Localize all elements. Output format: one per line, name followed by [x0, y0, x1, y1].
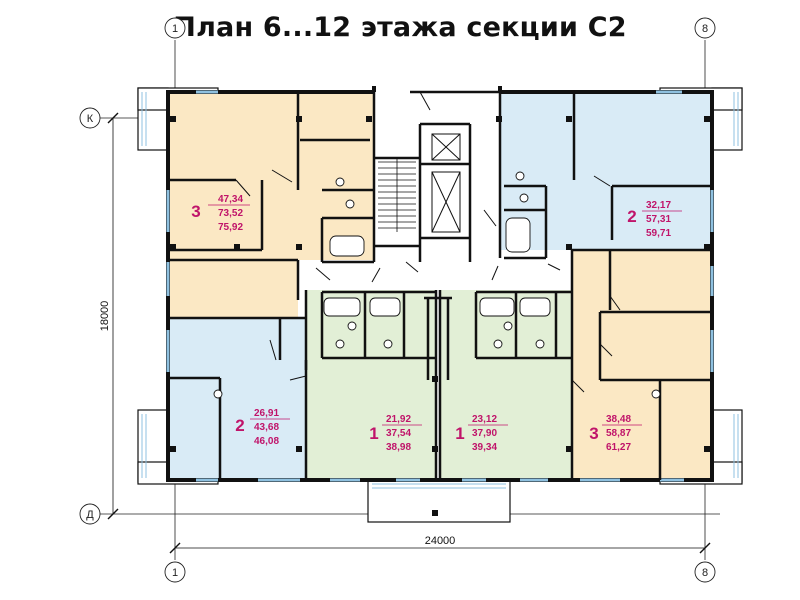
- svg-text:38,98: 38,98: [386, 442, 411, 453]
- axis-label-1-top: 1: [172, 23, 178, 35]
- balcony-bottom-center: [367, 479, 511, 523]
- apt-label-1-center-right: 1 23,12 37,90 39,34: [455, 414, 508, 453]
- apt-label-1-center-left: 1 21,92 37,54 38,98: [369, 414, 422, 453]
- columns: [170, 116, 710, 516]
- apartment-labels: 3 47,34 73,52 75,92 2 32,17 57,31 59,71 …: [191, 194, 682, 453]
- axis-bubble-d: Д: [79, 503, 101, 525]
- svg-text:46,08: 46,08: [254, 436, 279, 447]
- svg-text:43,68: 43,68: [254, 422, 279, 433]
- svg-text:1: 1: [369, 424, 378, 443]
- apt-label-2-top-right: 2 32,17 57,31 59,71: [627, 200, 682, 239]
- apt-label-2-bottom-left: 2 26,91 43,68 46,08: [235, 408, 290, 447]
- apt-1-right-fill: [440, 290, 572, 478]
- bathtub-right: [505, 217, 531, 253]
- axis-bubble-k: К: [79, 107, 101, 129]
- apt-3-bottom-right-fill: [572, 250, 712, 478]
- axis-bubble-8-top: 8: [694, 17, 716, 39]
- svg-text:3: 3: [191, 202, 200, 221]
- svg-text:2: 2: [627, 207, 636, 226]
- svg-text:2: 2: [235, 416, 244, 435]
- axis-label-d: Д: [86, 509, 94, 521]
- axis-bubble-8-bottom: 8: [694, 561, 716, 583]
- svg-text:26,91: 26,91: [254, 408, 279, 419]
- svg-text:32,17: 32,17: [646, 200, 671, 211]
- svg-text:1: 1: [455, 424, 464, 443]
- svg-text:75,92: 75,92: [218, 222, 243, 233]
- axis-bubble-1-top: 1: [164, 17, 186, 39]
- dimension-width-label: 24000: [425, 535, 456, 547]
- axis-label-k: К: [87, 113, 94, 125]
- apt-2-left-fill: [168, 318, 306, 378]
- axis-label-8-bottom: 8: [702, 567, 708, 579]
- apt-label-3-bottom-right: 3 38,48 58,87 61,27: [589, 414, 642, 453]
- svg-text:57,31: 57,31: [646, 214, 671, 225]
- apt-2-top-right-fill: [500, 92, 712, 250]
- svg-text:47,34: 47,34: [218, 194, 243, 205]
- axis-bubble-1-bottom: 1: [164, 561, 186, 583]
- bathtub-center-left: [323, 297, 361, 317]
- windows: [166, 90, 714, 482]
- svg-text:73,52: 73,52: [218, 208, 243, 219]
- dimension-height-label: 18000: [99, 301, 111, 332]
- door-swings: [235, 91, 621, 393]
- svg-text:58,87: 58,87: [606, 428, 631, 439]
- dimension-width: [169, 542, 711, 554]
- svg-text:23,12: 23,12: [472, 414, 497, 425]
- axis-label-8-top: 8: [702, 23, 708, 35]
- apt-3-top-left-fill: [168, 92, 374, 260]
- dimension-height: [107, 112, 119, 520]
- svg-text:37,54: 37,54: [386, 428, 411, 439]
- svg-text:59,71: 59,71: [646, 228, 671, 239]
- apartment-fills: [168, 92, 712, 478]
- bathtub-left: [329, 235, 365, 257]
- lift-cabins: [431, 133, 461, 233]
- stair-treads: [378, 158, 416, 232]
- svg-text:61,27: 61,27: [606, 442, 631, 453]
- axis-label-1-bottom: 1: [172, 567, 178, 579]
- svg-text:39,34: 39,34: [472, 442, 497, 453]
- balcony-railings: [141, 92, 739, 489]
- apt-label-3-top-left: 3 47,34 73,52 75,92: [191, 194, 250, 233]
- bathtub-center-right: [479, 297, 515, 317]
- sanitary-fixtures: [213, 171, 661, 399]
- svg-text:38,48: 38,48: [606, 414, 631, 425]
- balconies: [137, 87, 743, 523]
- svg-text:37,90: 37,90: [472, 428, 497, 439]
- plan-title: План 6...12 этажа секции С2: [173, 12, 627, 43]
- svg-text:21,92: 21,92: [386, 414, 411, 425]
- svg-text:3: 3: [589, 424, 598, 443]
- apt-1-left-fill: [306, 290, 436, 478]
